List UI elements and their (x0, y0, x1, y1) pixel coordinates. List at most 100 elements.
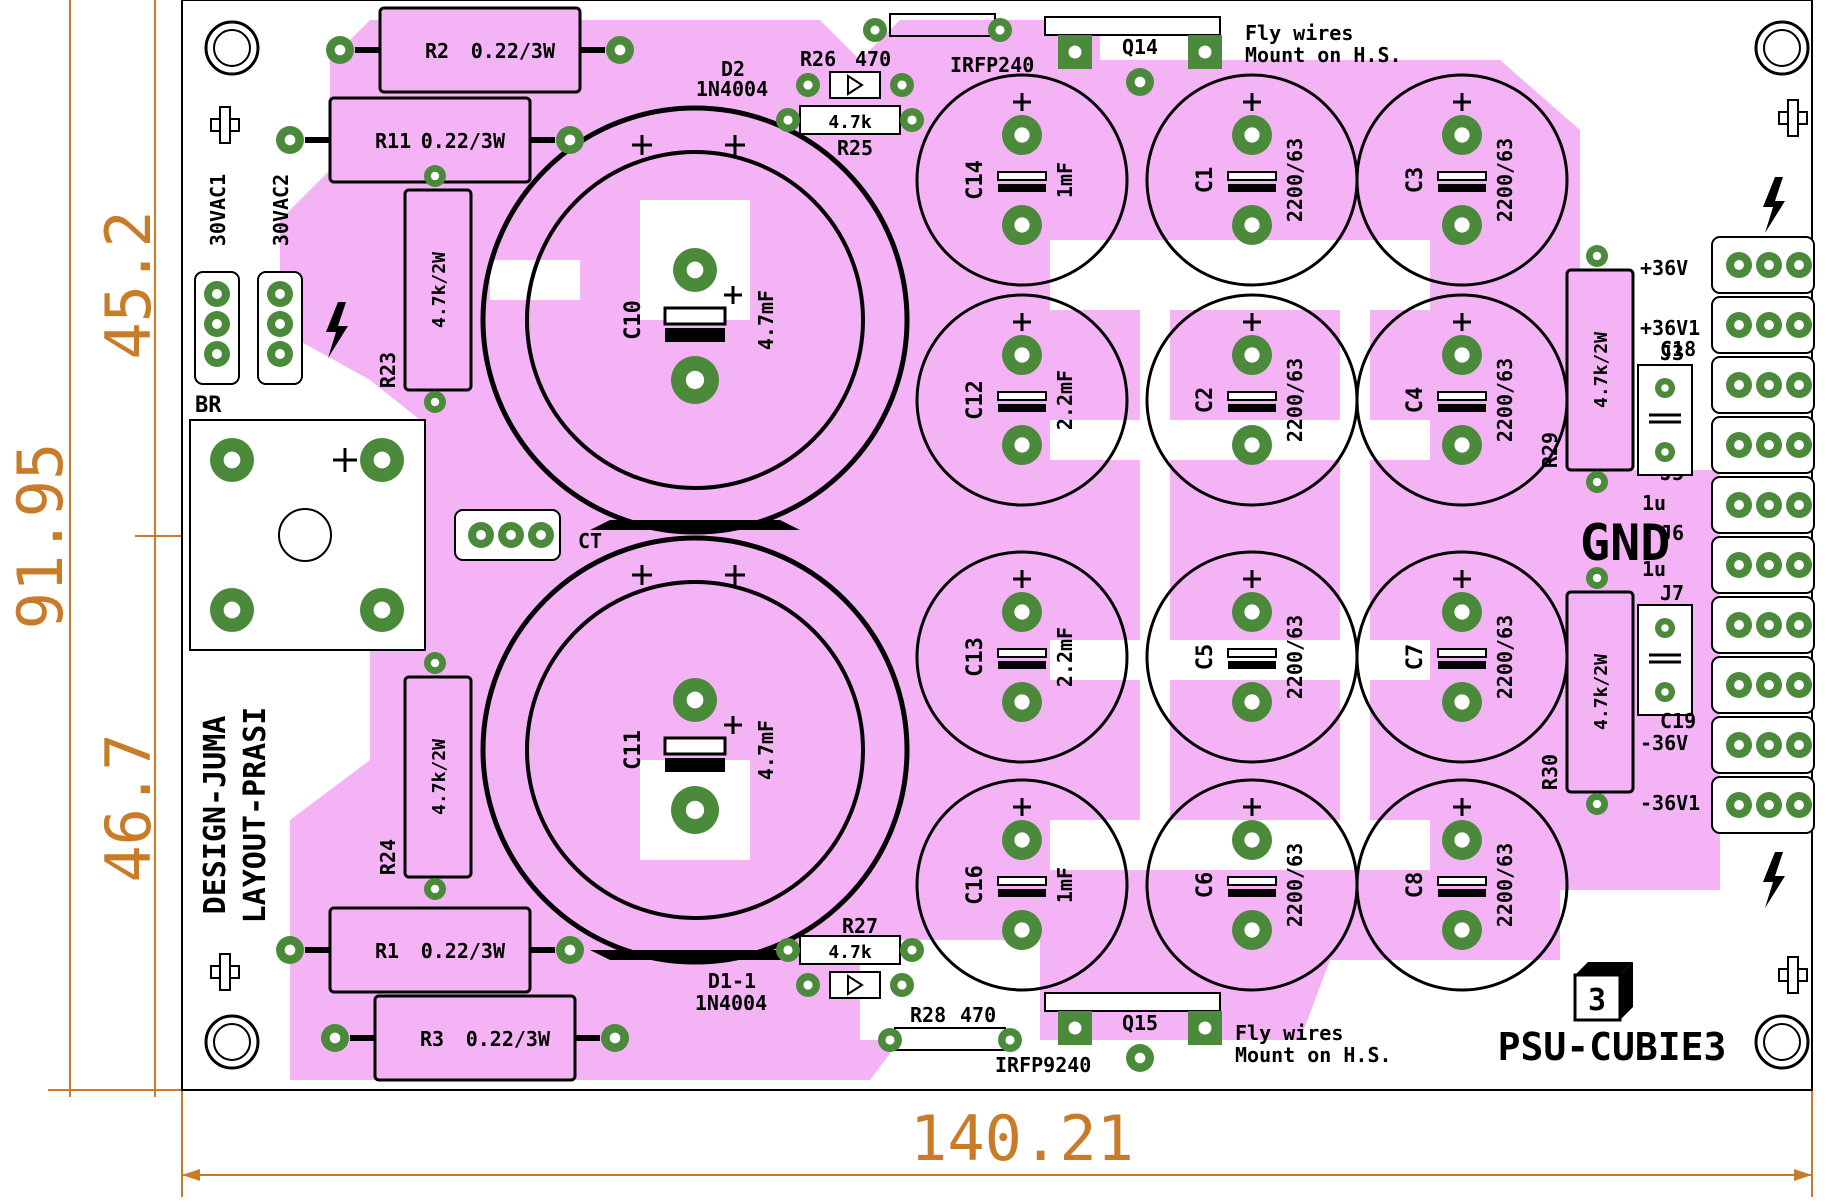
pad-hole (334, 44, 346, 56)
transistor-outline (1044, 16, 1221, 36)
capacitor-value: 4.7mF (754, 720, 778, 780)
pad-hole (1764, 740, 1774, 750)
pad-hole (564, 944, 576, 956)
pad-hole (685, 370, 705, 390)
dimension-lines (48, 0, 1813, 1197)
resistor-ref: R26 (800, 47, 836, 71)
dimension-height-total: 91.95 (4, 443, 77, 630)
resistor-value: 0.22/3W (421, 939, 506, 963)
transistor-note: Mount on H.S. (1235, 1043, 1392, 1067)
capacitor-symbol (663, 736, 727, 756)
capacitor-symbol (1228, 404, 1276, 412)
logo-digit: 3 (1588, 983, 1606, 1018)
pad-hole (212, 319, 222, 329)
diode-ref: D1-1 (708, 969, 756, 993)
capacitor-ref: C5 (1193, 644, 1218, 671)
transistor-value: IRFP240 (950, 53, 1034, 77)
mounting-hole-icon (204, 20, 260, 76)
capacitor-outline (525, 580, 865, 920)
capacitor-symbol (998, 661, 1046, 669)
capacitor-value: 2200/63 (1283, 615, 1307, 699)
pad-hole (609, 1032, 621, 1044)
output-ref: J6 (1660, 521, 1684, 545)
connector-label: CT (578, 529, 602, 553)
resistor-value: 470 (855, 47, 891, 71)
capacitor-symbol (998, 404, 1046, 412)
pad-hole (1734, 620, 1744, 630)
capacitor-symbol (998, 184, 1046, 192)
capacitor-symbol (1227, 648, 1277, 658)
capacitor-symbol (1438, 184, 1486, 192)
capacitor-ref: C18 (1660, 337, 1696, 361)
pad-hole (223, 451, 241, 469)
diode-value: 1N4004 (696, 77, 768, 101)
mount-screw-icon (219, 106, 231, 144)
resistor-ref: R3 (420, 1027, 444, 1051)
resistor-value: 0.22/3W (421, 129, 506, 153)
output-ref: J3 (1660, 341, 1684, 365)
diode-ref: D2 (721, 57, 745, 81)
pad-hole (1661, 688, 1669, 696)
pad-hole (1661, 384, 1669, 392)
capacitor-ref: C2 (1193, 387, 1218, 414)
pad-hole (430, 171, 440, 181)
pad-hole (506, 530, 516, 540)
capacitor-outline (480, 535, 910, 965)
resistor-outline (403, 188, 473, 392)
connector-label: 30VAC1 (206, 174, 230, 246)
pad-hole (536, 530, 546, 540)
pad-hole (897, 80, 907, 90)
pad-hole (1794, 320, 1804, 330)
resistor-ref: R30 (1538, 754, 1562, 790)
resistor-value: 4.7k/2W (1591, 332, 1612, 408)
capacitor-value: 2200/63 (1283, 843, 1307, 927)
capacitor-value: 2.2mF (1053, 370, 1077, 430)
pad-hole (1014, 127, 1030, 143)
capacitor-symbol (997, 876, 1047, 886)
gnd-label: GND (1580, 514, 1670, 572)
capacitor-value: 1u (1642, 491, 1666, 515)
resistor-outline (799, 105, 901, 135)
pad-hole (1764, 260, 1774, 270)
diode-outline (829, 71, 881, 99)
capacitor-value: 1mF (1053, 162, 1077, 198)
capacitor-band (590, 520, 800, 530)
capacitor-symbol (1437, 876, 1487, 886)
pad-hole (1014, 922, 1030, 938)
pad-hole (995, 25, 1005, 35)
transistor-note: Fly wires (1235, 1021, 1343, 1045)
output-label: -36V1 (1640, 791, 1700, 815)
pad-hole (275, 289, 285, 299)
pad-hole (275, 319, 285, 329)
connector-label: 30VAC2 (269, 174, 293, 246)
pad-hole (1794, 380, 1804, 390)
capacitor-symbol (665, 328, 725, 342)
pad-hole (1134, 1052, 1146, 1064)
resistor-ref: R28 (910, 1003, 946, 1027)
mount-screw-icon (1787, 99, 1799, 137)
capacitor-value: 2200/63 (1493, 138, 1517, 222)
pad-hole (1661, 624, 1669, 632)
capacitor-outline (1355, 778, 1569, 992)
bridge-rectifier-ref: BR (195, 393, 222, 418)
resistor-ref: R23 (376, 352, 400, 388)
mount-screw-icon (1787, 956, 1799, 994)
pad-hole (1068, 45, 1082, 59)
pad-hole (1794, 560, 1804, 570)
pad-hole (1734, 440, 1744, 450)
capacitor-value: 2200/63 (1493, 615, 1517, 699)
pad-hole (1592, 251, 1602, 261)
capacitor-symbol (1227, 171, 1277, 181)
bolt-icon (1763, 177, 1785, 233)
pad-hole (1794, 500, 1804, 510)
pad-hole (1134, 76, 1146, 88)
pad-hole (783, 945, 793, 955)
capacitor-symbol (1437, 648, 1487, 658)
pad-hole (1454, 347, 1470, 363)
logo-icon (1620, 962, 1633, 1020)
capacitor-symbol (1228, 889, 1276, 897)
logo-icon (1575, 962, 1633, 975)
capacitor-ref: C8 (1403, 872, 1428, 899)
bolt-icon (326, 302, 348, 358)
capacitor-outline (525, 150, 865, 490)
